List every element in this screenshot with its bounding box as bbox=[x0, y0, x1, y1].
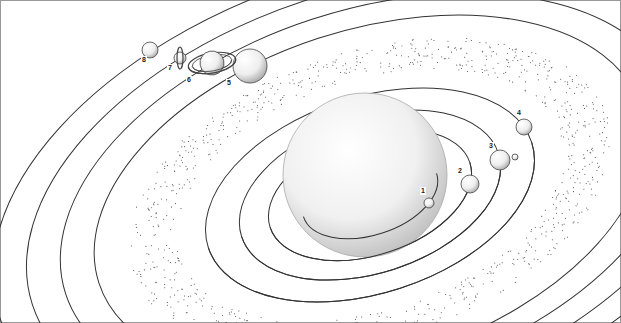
orbit bbox=[8, 0, 621, 323]
callout-number: 6 bbox=[186, 76, 192, 84]
asteroid-belt bbox=[89, 0, 621, 323]
orbit-front bbox=[270, 163, 488, 285]
planet bbox=[461, 175, 479, 193]
orbit bbox=[48, 0, 621, 323]
moon bbox=[512, 154, 518, 160]
planet bbox=[516, 119, 532, 135]
planet bbox=[424, 198, 434, 208]
callout-number: 8 bbox=[141, 56, 147, 64]
ringed-planet bbox=[174, 47, 186, 69]
callout-number: 5 bbox=[226, 79, 232, 87]
orbit bbox=[178, 49, 562, 323]
planet bbox=[490, 150, 510, 170]
callout-number: 4 bbox=[516, 109, 522, 117]
front-orbits bbox=[208, 142, 562, 323]
orbit bbox=[218, 79, 523, 311]
planets bbox=[142, 42, 532, 208]
orbit-front bbox=[303, 173, 449, 254]
orbit-front bbox=[242, 153, 523, 311]
planet bbox=[233, 49, 267, 83]
orbit-front bbox=[208, 142, 562, 323]
callout-number: 7 bbox=[167, 64, 173, 72]
callout-number: 3 bbox=[488, 142, 494, 150]
sun bbox=[283, 93, 447, 257]
callout-number: 2 bbox=[457, 167, 463, 175]
ringed-planet bbox=[186, 47, 237, 79]
callout-number: 1 bbox=[420, 187, 426, 195]
